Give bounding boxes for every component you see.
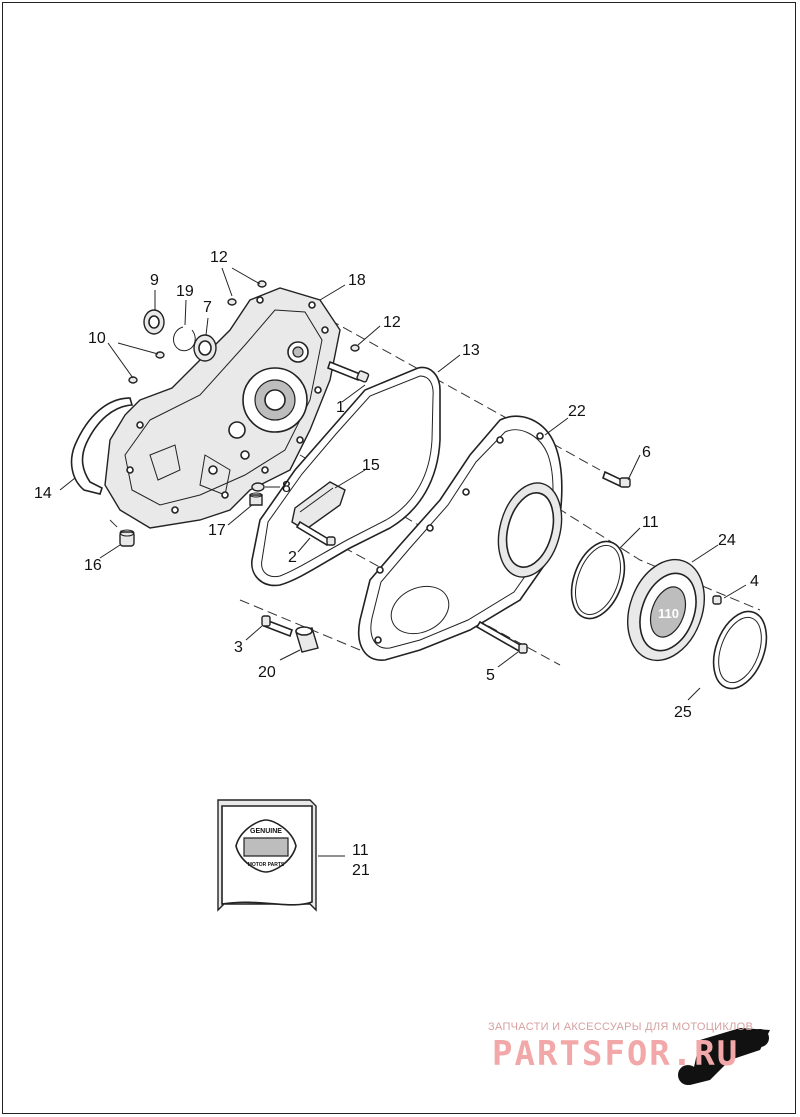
callout-labels: 1 2 3 4 5 6 7 8 9 10 11 12 12 13 14 15 1…	[34, 249, 759, 721]
leader-lines	[59, 267, 747, 857]
callout-9: 9	[150, 272, 159, 289]
part-6-bolt	[602, 470, 631, 488]
part-19-retaining-ring	[173, 326, 196, 352]
watermark-logo: PARTSFOR.RU	[492, 1034, 740, 1074]
callout-kit-11: 11	[352, 842, 369, 859]
cover-badge: 110	[658, 606, 679, 621]
callout-4: 4	[750, 573, 759, 590]
callout-18: 18	[348, 272, 366, 289]
part-2-bolt	[295, 520, 336, 547]
callout-11: 11	[642, 514, 659, 531]
kit-logo-top: GENUINE	[250, 828, 282, 835]
part-7-bearing	[193, 334, 217, 362]
part-5-bolt	[475, 620, 528, 654]
callout-20: 20	[258, 664, 276, 681]
part-9-seal	[143, 309, 165, 335]
dowels-10-12	[128, 280, 360, 384]
part-16-dowel	[119, 529, 135, 547]
callout-8: 8	[282, 479, 291, 496]
part-22-outer-cover	[358, 415, 563, 661]
callout-14: 14	[34, 485, 52, 502]
callout-25: 25	[674, 704, 692, 721]
part-13-gasket	[251, 366, 441, 587]
callout-5: 5	[486, 667, 495, 684]
part-14-gasket	[70, 397, 134, 495]
part-1-bolt	[327, 360, 370, 383]
part-24-derby-cover: 110	[627, 558, 705, 662]
callout-6: 6	[642, 444, 651, 461]
callout-17: 17	[208, 522, 226, 539]
callout-13: 13	[462, 342, 480, 359]
callout-1: 1	[336, 399, 345, 416]
callout-15: 15	[362, 457, 380, 474]
callout-3: 3	[234, 639, 243, 656]
part-11-o-ring	[570, 540, 626, 620]
callout-kit-21: 21	[352, 862, 370, 879]
callout-22: 22	[568, 403, 586, 420]
callout-2: 2	[288, 549, 297, 566]
part-25-ring	[712, 610, 768, 690]
part-4-screw	[712, 595, 722, 605]
callout-12-right: 12	[383, 314, 401, 331]
watermark-text: ЗАПЧАСТИ И АКСЕССУАРЫ ДЛЯ МОТОЦИКЛОВ	[488, 1021, 754, 1033]
callout-12-top: 12	[210, 249, 228, 266]
part-15-tensioner	[291, 481, 346, 531]
part-8-washer	[251, 482, 265, 492]
kit-logo-bottom: MOTOR PARTS	[248, 862, 285, 868]
callout-19: 19	[176, 283, 194, 300]
part-3-bolt	[261, 615, 294, 638]
part-17-plug	[249, 492, 263, 506]
watermark-motorcycle-icon	[678, 1028, 770, 1085]
inner-primary-housing	[104, 287, 341, 529]
callout-10: 10	[88, 330, 106, 347]
callout-16: 16	[84, 557, 102, 574]
callout-7: 7	[203, 299, 212, 316]
callout-24: 24	[718, 532, 736, 549]
part-20-sleeve	[295, 626, 319, 653]
genuine-parts-kit: GENUINE MOTOR PARTS	[217, 799, 317, 912]
